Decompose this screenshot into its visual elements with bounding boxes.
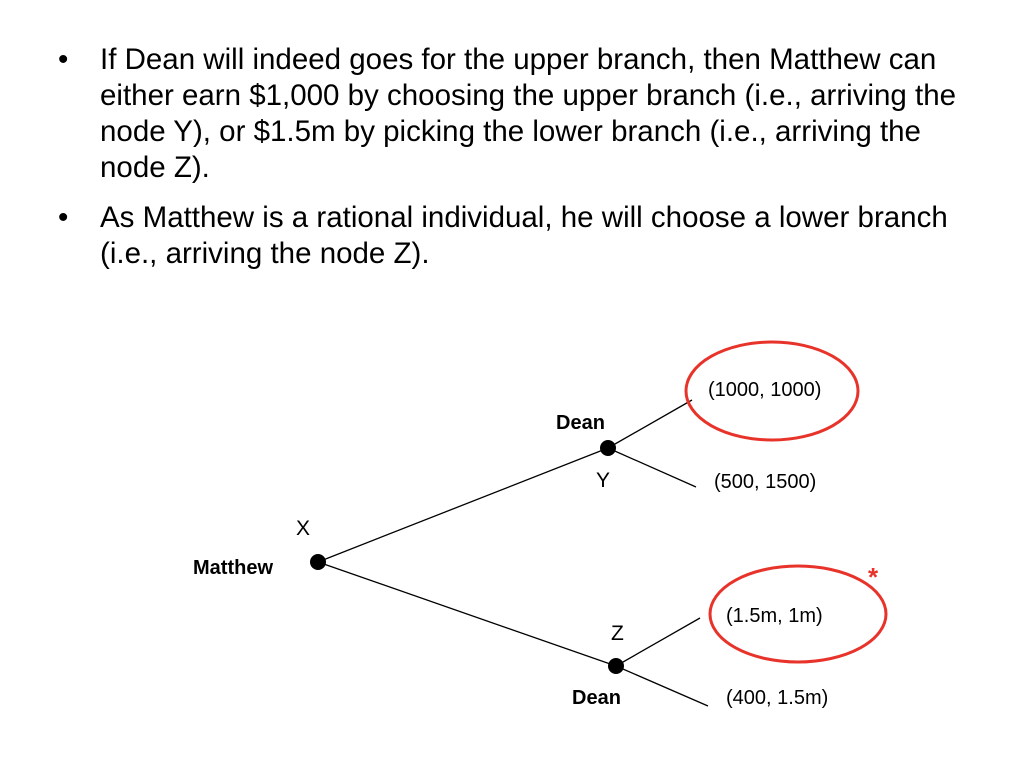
node-z [608, 658, 624, 674]
highlight-ellipse-y-upper [684, 340, 860, 442]
payoff-y-lower: (500, 1500) [714, 471, 816, 493]
node-x-label: X [296, 517, 310, 540]
payoff-z-lower: (400, 1.5m) [726, 687, 828, 709]
branch-z-lower [615, 665, 709, 707]
payoff-z-upper: (1.5m, 1m) [726, 605, 823, 627]
node-z-label: Z [611, 622, 624, 645]
node-y-label: Y [596, 469, 610, 492]
player-dean-lower-label: Dean [572, 687, 621, 709]
bullet-list: • If Dean will indeed goes for the upper… [58, 42, 978, 286]
bullet-item: • If Dean will indeed goes for the upper… [58, 42, 978, 186]
branch-x-to-z [317, 561, 617, 667]
bullet-marker: • [58, 201, 69, 234]
branch-y-lower [607, 447, 697, 488]
bullet-text: If Dean will indeed goes for the upper b… [100, 43, 957, 184]
highlight-ellipse-z-upper [708, 564, 888, 664]
asterisk-marker: * [868, 562, 879, 592]
player-matthew-label: Matthew [193, 557, 273, 579]
payoff-y-upper: (1000, 1000) [708, 379, 821, 401]
node-y [600, 440, 616, 456]
bullet-item: • As Matthew is a rational individual, h… [58, 200, 978, 272]
node-x [310, 554, 326, 570]
player-dean-upper-label: Dean [556, 412, 605, 434]
branch-y-upper [607, 399, 693, 449]
bullet-text: As Matthew is a rational individual, he … [100, 201, 948, 270]
bullet-marker: • [58, 43, 69, 76]
branch-x-to-y [317, 447, 609, 563]
branch-z-upper [615, 617, 701, 667]
